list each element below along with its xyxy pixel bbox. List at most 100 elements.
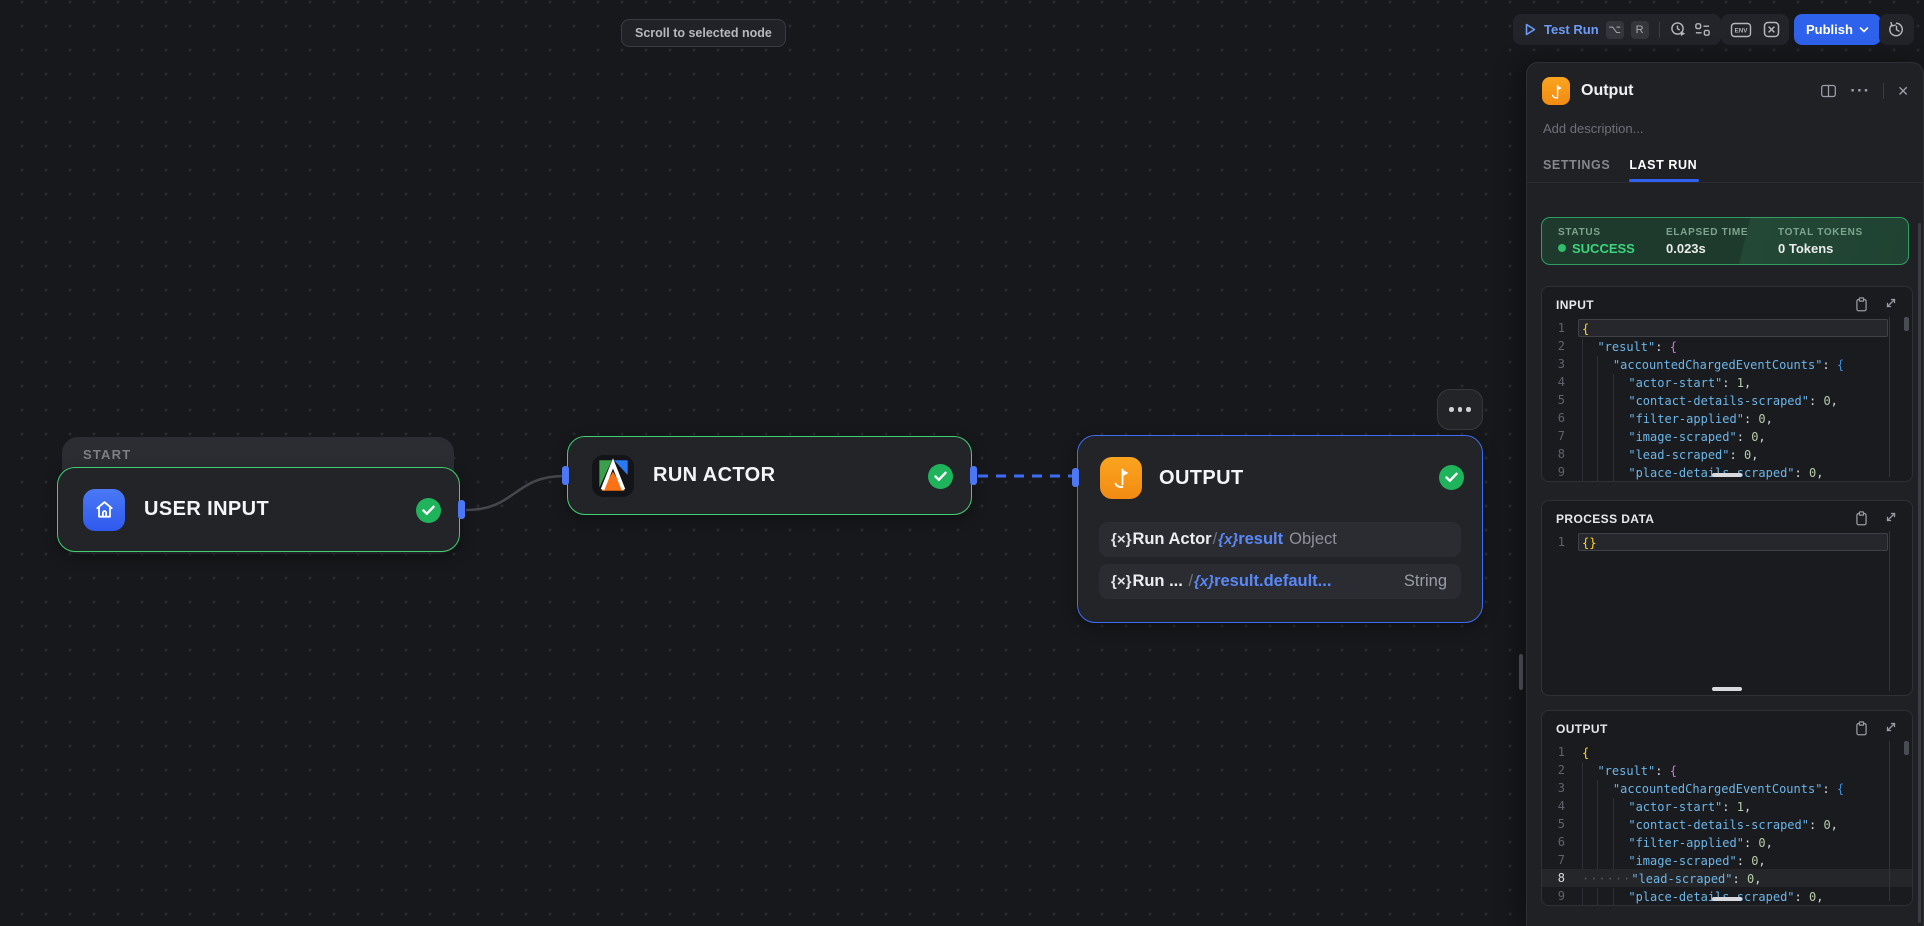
panel-scrollbar-thumb[interactable] xyxy=(1918,223,1921,923)
split-view-icon[interactable] xyxy=(1820,83,1837,99)
code-line-1[interactable]: 1{} xyxy=(1542,533,1912,551)
horizontal-scrollbar-thumb[interactable] xyxy=(1712,473,1742,477)
code-line-4[interactable]: 4 "actor-start": 1, xyxy=(1542,797,1912,816)
card-title: INPUT xyxy=(1556,297,1594,312)
card-title: OUTPUT xyxy=(1556,721,1608,736)
line-number: 2 xyxy=(1557,763,1565,777)
code-line-8[interactable]: 8 "lead-scraped": 0, xyxy=(1542,445,1912,464)
flag-icon xyxy=(1542,77,1570,105)
test-run-group: Test Run ⌥ R xyxy=(1513,14,1721,45)
expand-icon[interactable] xyxy=(1884,510,1898,527)
code-line-9[interactable]: 9 "place-details-scraped": 0, xyxy=(1542,887,1912,905)
toolbar-divider xyxy=(1658,21,1660,38)
tab-last-run[interactable]: LAST RUN xyxy=(1629,158,1700,182)
panel-tabs: SETTINGS LAST RUN xyxy=(1527,136,1923,182)
line-content: "filter-applied": 0, xyxy=(1578,833,1888,852)
kbd-option: ⌥ xyxy=(1605,20,1624,39)
code-line-3[interactable]: 3 "accountedChargedEventCounts": { xyxy=(1542,779,1912,798)
copy-icon[interactable] xyxy=(1854,510,1869,527)
vertical-scrollbar-thumb[interactable] xyxy=(1904,741,1909,755)
expand-icon[interactable] xyxy=(1884,296,1898,313)
code-line-8[interactable]: 8······"lead-scraped": 0, xyxy=(1542,869,1912,887)
publish-label: Publish xyxy=(1806,22,1853,37)
play-icon[interactable] xyxy=(1523,22,1537,37)
copy-icon[interactable] xyxy=(1854,720,1869,737)
code-line-6[interactable]: 6 "filter-applied": 0, xyxy=(1542,409,1912,428)
line-content: "place-details-scraped": 0, xyxy=(1578,887,1888,905)
code-line-1[interactable]: 1{ xyxy=(1542,319,1912,337)
code-line-3[interactable]: 3 "accountedChargedEventCounts": { xyxy=(1542,355,1912,374)
node-more-button[interactable] xyxy=(1437,389,1483,430)
env-icon[interactable]: ENV xyxy=(1730,20,1752,40)
more-options-icon[interactable]: ··· xyxy=(1850,81,1871,100)
output-handle[interactable] xyxy=(458,500,465,519)
line-content: "filter-applied": 0, xyxy=(1578,409,1888,428)
node-title: OUTPUT xyxy=(1159,466,1244,489)
success-check-icon xyxy=(928,464,953,489)
line-content: { xyxy=(1582,746,1590,760)
header-divider xyxy=(1883,83,1885,99)
home-icon xyxy=(83,488,125,531)
output-handle[interactable] xyxy=(970,466,977,485)
code-line-7[interactable]: 7 "image-scraped": 0, xyxy=(1542,851,1912,870)
line-number: 1 xyxy=(1557,745,1565,759)
variable-reference: {x}result xyxy=(1218,530,1284,548)
horizontal-scrollbar-thumb[interactable] xyxy=(1712,897,1742,901)
output-variable-row[interactable]: {×}Run ... /{x}result.default...String xyxy=(1099,564,1461,599)
source-node-label: Run ... xyxy=(1132,572,1183,590)
code-editor[interactable]: 1{} xyxy=(1542,533,1912,551)
run-options-icon[interactable] xyxy=(1694,21,1711,38)
line-content: { xyxy=(1578,319,1888,337)
line-number: 1 xyxy=(1557,321,1565,335)
svg-text:ENV: ENV xyxy=(1735,27,1749,34)
close-icon[interactable]: ✕ xyxy=(1897,82,1909,99)
status-value: SUCCESS xyxy=(1558,241,1666,256)
variables-icon[interactable] xyxy=(1763,21,1780,38)
code-line-6[interactable]: 6 "filter-applied": 0, xyxy=(1542,833,1912,852)
line-content: "image-scraped": 0, xyxy=(1578,427,1888,446)
run-history-button[interactable] xyxy=(1879,14,1914,45)
vertical-scrollbar-thumb[interactable] xyxy=(1904,317,1909,331)
test-run-button[interactable]: Test Run xyxy=(1544,22,1599,37)
line-content: "result": { xyxy=(1578,337,1888,356)
code-line-2[interactable]: 2 "result": { xyxy=(1542,761,1912,780)
input-data-card: INPUT 1{2 "result": {3 "accountedCharged… xyxy=(1541,286,1913,482)
canvas-scrollbar-thumb[interactable] xyxy=(1519,654,1523,690)
braces-icon: {×} xyxy=(1111,531,1132,548)
horizontal-scrollbar-thumb[interactable] xyxy=(1712,687,1742,691)
line-number: 4 xyxy=(1557,375,1565,389)
output-detail-panel: Output ··· ✕ Add description... SETTINGS… xyxy=(1526,62,1924,926)
code-line-5[interactable]: 5 "contact-details-scraped": 0, xyxy=(1542,815,1912,834)
node-run-actor[interactable]: RUN ACTOR xyxy=(562,436,977,515)
code-line-7[interactable]: 7 "image-scraped": 0, xyxy=(1542,427,1912,446)
schedule-run-icon[interactable] xyxy=(1670,21,1687,38)
code-line-1[interactable]: 1{ xyxy=(1542,743,1912,761)
code-editor[interactable]: 1{2 "result": {3 "accountedChargedEventC… xyxy=(1542,743,1912,905)
output-data-card: OUTPUT 1{2 "result": {3 "accountedCharge… xyxy=(1541,710,1913,906)
node-user-input[interactable]: USER INPUT xyxy=(57,467,465,552)
line-content: "actor-start": 1, xyxy=(1578,373,1888,392)
tab-settings[interactable]: SETTINGS xyxy=(1543,158,1611,172)
status-dot xyxy=(1558,244,1566,252)
description-placeholder[interactable]: Add description... xyxy=(1543,121,1644,136)
variable-type: String xyxy=(1403,572,1447,590)
code-line-9[interactable]: 9 "place-details-scraped": 0, xyxy=(1542,463,1912,481)
code-editor[interactable]: 1{2 "result": {3 "accountedChargedEventC… xyxy=(1542,319,1912,481)
code-line-2[interactable]: 2 "result": { xyxy=(1542,337,1912,356)
code-line-5[interactable]: 5 "contact-details-scraped": 0, xyxy=(1542,391,1912,410)
code-line-4[interactable]: 4 "actor-start": 1, xyxy=(1542,373,1912,392)
copy-icon[interactable] xyxy=(1854,296,1869,313)
tabs-divider xyxy=(1527,182,1923,183)
scroll-to-node-tooltip[interactable]: Scroll to selected node xyxy=(621,19,786,47)
publish-button[interactable]: Publish xyxy=(1794,14,1881,45)
input-handle[interactable] xyxy=(562,466,569,485)
line-number: 5 xyxy=(1557,817,1565,831)
total-tokens-value: 0 Tokens xyxy=(1778,240,1834,256)
expand-icon[interactable] xyxy=(1884,720,1898,737)
input-handle[interactable] xyxy=(1072,468,1079,487)
